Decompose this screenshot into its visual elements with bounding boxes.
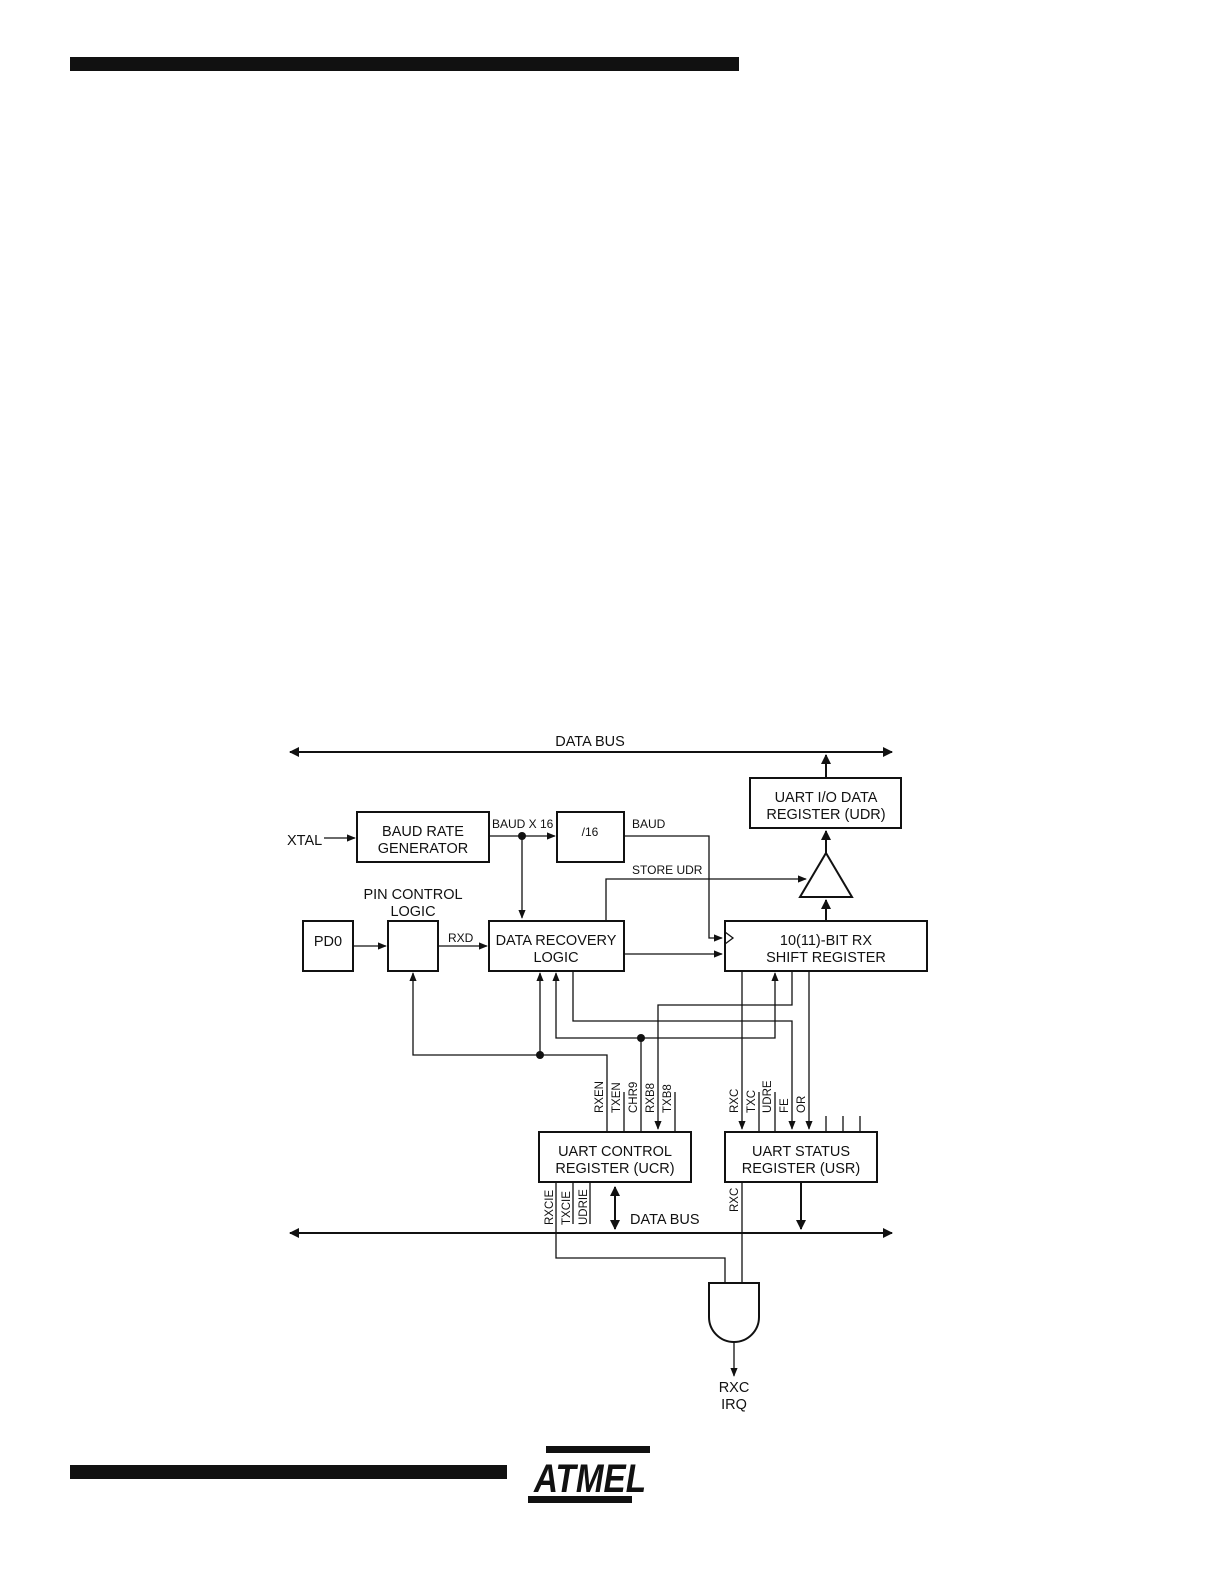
pd0-label: PD0 (314, 934, 342, 950)
pin-control-logic-label-1: PIN CONTROL (363, 887, 462, 903)
data-bus-bottom-label: DATA BUS (630, 1212, 700, 1228)
ucr-bit-rxen: RXEN (594, 1081, 606, 1113)
logo-top-stripe (546, 1446, 650, 1453)
usr-label-2: REGISTER (USR) (742, 1161, 860, 1177)
usr-bit-txc: TXC (746, 1090, 758, 1113)
header-rule (70, 57, 739, 71)
pin-control-logic-block (387, 920, 439, 972)
fe-line (572, 971, 796, 1130)
rx-shift-register-label-1: 10(11)-BIT RX (780, 933, 872, 949)
atmel-logo: ATMEL (528, 1446, 650, 1503)
udr-block (749, 777, 902, 829)
ucr-bit-rxcie: RXCIE (544, 1190, 556, 1225)
divide-by-16-label: /16 (582, 825, 599, 839)
rxen-to-pin-control-line (409, 972, 608, 1131)
irq-label-2: IRQ (721, 1397, 747, 1413)
irq-label-1: RXC (719, 1380, 750, 1396)
pd0-block (302, 920, 354, 972)
pin-control-logic-label-2: LOGIC (390, 904, 435, 920)
xtal-label: XTAL (287, 833, 322, 849)
ucr-bit-udrie: UDRIE (578, 1189, 590, 1225)
rx-shift-register-label-2: SHIFT REGISTER (766, 950, 886, 966)
divide-by-16-block (556, 811, 625, 863)
ucr-bit-txen: TXEN (611, 1082, 623, 1113)
udr-label-2: REGISTER (UDR) (766, 807, 885, 823)
usr-bit-fe: FE (779, 1098, 791, 1113)
rxcie-to-gate-line (555, 1182, 726, 1283)
usr-label-1: UART STATUS (752, 1144, 850, 1160)
rxb8-line (654, 971, 793, 1130)
baud-label: BAUD (632, 817, 666, 831)
data-recovery-logic-label-2: LOGIC (533, 950, 578, 966)
ucr-label-2: REGISTER (UCR) (555, 1161, 674, 1177)
usr-bit-rxc: RXC (729, 1089, 741, 1113)
baud-rate-generator-block (356, 811, 490, 863)
footer-rule (70, 1465, 507, 1479)
logo-text: ATMEL (533, 1457, 646, 1501)
ucr-bit-chr9: CHR9 (628, 1082, 640, 1113)
and-gate (708, 1282, 760, 1343)
chr9-to-shift-line (641, 972, 779, 1039)
baudx16-label: BAUD X 16 (492, 817, 554, 831)
baud-rate-generator-label-2: GENERATOR (378, 841, 469, 857)
usr-bit-udre: UDRE (762, 1080, 774, 1113)
ucr-label-1: UART CONTROL (558, 1144, 672, 1160)
rxd-label: RXD (448, 931, 474, 945)
usr-bit-rxc-bottom: RXC (729, 1188, 741, 1212)
baud-line (624, 835, 723, 942)
udr-label-1: UART I/O DATA (775, 790, 878, 806)
ucr-bit-rxb8: RXB8 (645, 1083, 657, 1113)
ucr-bit-txb8: TXB8 (662, 1084, 674, 1113)
data-bus-top-label: DATA BUS (555, 734, 625, 750)
store-udr-line (605, 875, 807, 920)
clock-input-marker (724, 931, 735, 945)
rx-shift-register-block (724, 920, 928, 972)
baud-rate-generator-label-1: BAUD RATE (382, 824, 464, 840)
store-udr-label: STORE UDR (632, 863, 703, 877)
usr-bit-or: OR (796, 1096, 808, 1113)
chr9-to-recovery-line (552, 972, 642, 1131)
ucr-bit-txcie: TXCIE (561, 1191, 573, 1225)
tristate-buffer (798, 851, 854, 898)
logo-bottom-stripe (528, 1496, 632, 1503)
data-recovery-logic-block (488, 920, 625, 972)
ucr-block (538, 1131, 692, 1183)
data-recovery-logic-label-1: DATA RECOVERY (496, 933, 617, 949)
usr-block (724, 1131, 878, 1183)
